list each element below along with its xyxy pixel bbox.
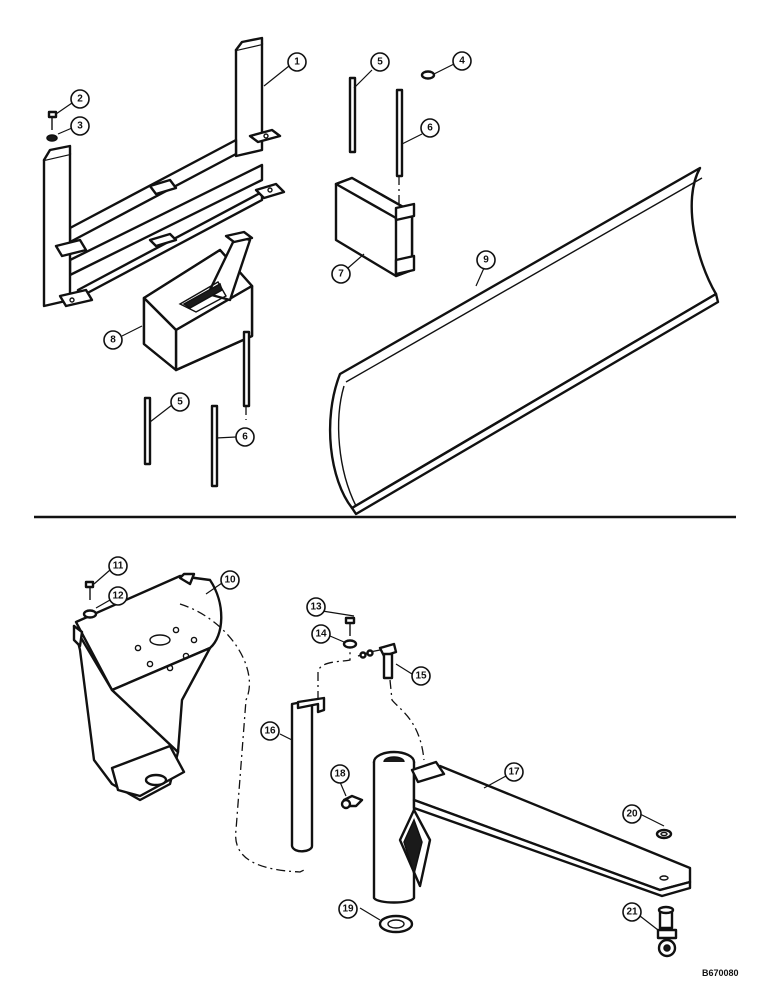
svg-text:19: 19 xyxy=(342,904,354,915)
part-rod-short-upper xyxy=(348,76,357,154)
callout-5-upper: 5 xyxy=(370,52,390,72)
part-nut-pin xyxy=(342,639,358,649)
svg-text:13: 13 xyxy=(310,602,322,613)
callout-20: 20 xyxy=(622,804,642,824)
part-mount xyxy=(142,230,254,372)
callout-15: 15 xyxy=(411,666,431,686)
callout-9: 9 xyxy=(476,250,496,270)
callout-5-lower: 5 xyxy=(170,392,190,412)
callout-8: 8 xyxy=(103,330,123,350)
callout-1: 1 xyxy=(287,52,307,72)
callout-4: 4 xyxy=(452,51,472,71)
svg-text:11: 11 xyxy=(113,561,124,572)
part-post xyxy=(290,696,326,853)
part-bolt-pin xyxy=(344,616,356,636)
callout-21: 21 xyxy=(622,902,642,922)
svg-text:8: 8 xyxy=(110,335,116,346)
part-grease-fitting xyxy=(340,794,364,810)
svg-text:5: 5 xyxy=(177,397,183,408)
svg-text:20: 20 xyxy=(626,809,638,820)
part-blade xyxy=(328,166,720,516)
part-rod-short-lower xyxy=(143,396,152,466)
part-washer-arm xyxy=(655,828,673,840)
callout-17: 17 xyxy=(504,762,524,782)
callout-3: 3 xyxy=(70,116,90,136)
svg-text:18: 18 xyxy=(334,769,346,780)
svg-text:6: 6 xyxy=(427,123,433,134)
callout-13: 13 xyxy=(306,597,326,617)
part-lockwasher-upper xyxy=(46,134,58,142)
svg-text:17: 17 xyxy=(508,767,520,778)
part-washer-upper xyxy=(420,70,436,80)
svg-text:6: 6 xyxy=(242,432,248,443)
part-rod-long-lower xyxy=(210,404,219,488)
callout-2: 2 xyxy=(70,89,90,109)
svg-text:16: 16 xyxy=(264,726,276,737)
callout-6-upper: 6 xyxy=(420,118,440,138)
callout-7: 7 xyxy=(331,264,351,284)
callout-19: 19 xyxy=(338,899,358,919)
part-arm xyxy=(372,750,692,904)
part-rod-long-under-mount xyxy=(242,330,251,408)
callout-6-lower: 6 xyxy=(235,427,255,447)
part-rod-long-upper xyxy=(395,88,404,178)
part-nut-lower xyxy=(82,609,98,619)
part-bolt-lower xyxy=(84,580,95,600)
svg-text:2: 2 xyxy=(77,94,83,105)
part-mounting-bracket xyxy=(72,572,223,802)
part-frame xyxy=(42,36,286,308)
callout-11: 11 xyxy=(108,556,128,576)
svg-text:7: 7 xyxy=(338,269,344,280)
part-thrust-washer xyxy=(378,914,414,934)
svg-text:5: 5 xyxy=(377,57,383,68)
svg-text:21: 21 xyxy=(626,907,638,918)
reference-code: B670080 xyxy=(702,968,739,978)
callout-16: 16 xyxy=(260,721,280,741)
svg-text:9: 9 xyxy=(483,255,489,266)
svg-text:14: 14 xyxy=(315,629,327,640)
svg-text:1: 1 xyxy=(294,57,300,68)
svg-text:12: 12 xyxy=(112,591,124,602)
svg-text:3: 3 xyxy=(77,121,83,132)
callout-18: 18 xyxy=(330,764,350,784)
part-bolt-upper xyxy=(47,110,58,130)
svg-text:4: 4 xyxy=(459,56,465,67)
callout-12: 12 xyxy=(108,586,128,606)
callout-10: 10 xyxy=(220,570,240,590)
part-eye-bolt xyxy=(656,905,678,958)
part-pin-with-chain xyxy=(357,642,398,680)
svg-text:15: 15 xyxy=(415,671,427,682)
callout-14: 14 xyxy=(311,624,331,644)
svg-text:10: 10 xyxy=(224,575,236,586)
part-bracket xyxy=(334,176,416,278)
